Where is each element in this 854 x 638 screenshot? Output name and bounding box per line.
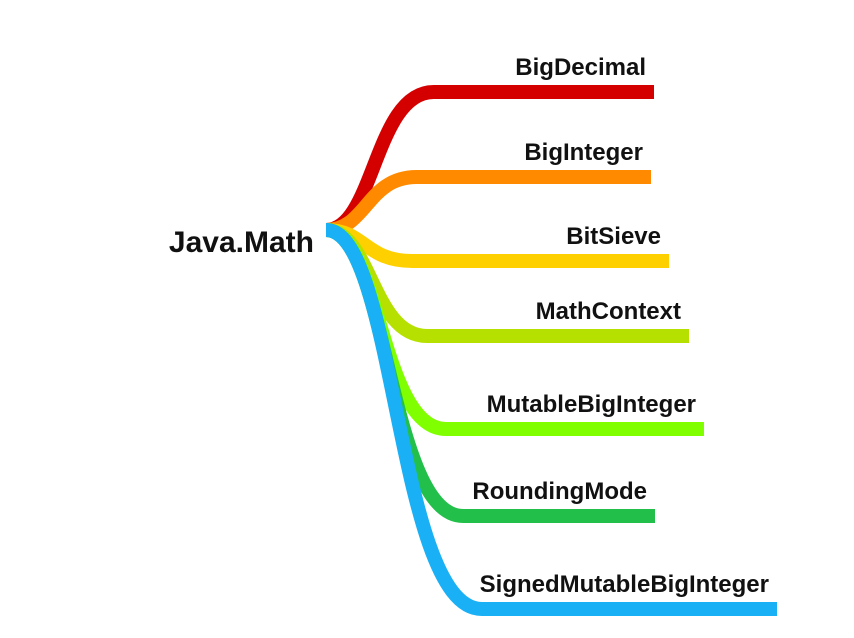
branch-labels: BigDecimalBigIntegerBitSieveMathContextM… xyxy=(472,54,769,598)
branch-label-signedmutablebiginteger: SignedMutableBigInteger xyxy=(480,571,769,598)
root-node-label: Java.Math xyxy=(169,226,314,259)
branch-label-biginteger: BigInteger xyxy=(524,139,643,166)
branch-label-roundingmode: RoundingMode xyxy=(472,478,647,505)
branch-label-mutablebiginteger: MutableBigInteger xyxy=(487,391,696,418)
branch-connector-signedmutablebiginteger xyxy=(324,223,777,616)
branch-label-bigdecimal: BigDecimal xyxy=(515,54,646,81)
branch-label-mathcontext: MathContext xyxy=(536,298,681,325)
branch-connectors xyxy=(324,85,777,616)
branch-label-bitsieve: BitSieve xyxy=(566,223,661,250)
